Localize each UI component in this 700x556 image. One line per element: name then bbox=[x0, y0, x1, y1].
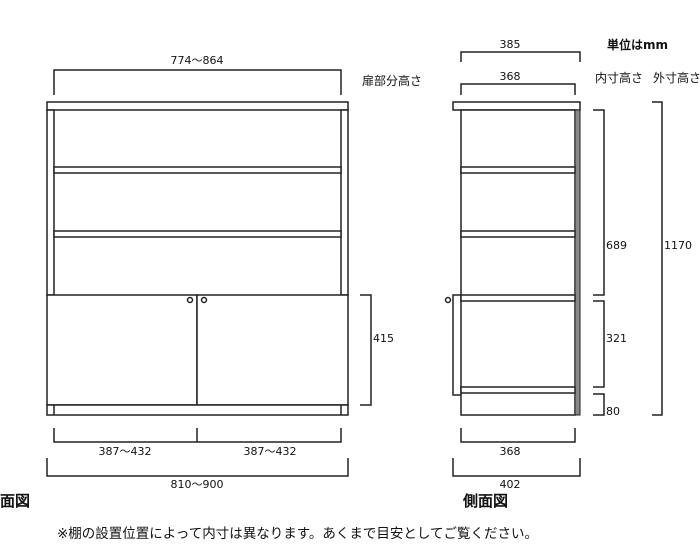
disclaimer-note: ※棚の設置位置によって内寸は異なります。あくまで目安としてご覧ください。 bbox=[57, 525, 538, 542]
outer-depth-dimension bbox=[460, 51, 581, 62]
inner-height-upper-dimension bbox=[593, 109, 605, 296]
door-width-dimension bbox=[53, 428, 342, 443]
inner-height-lower-label: 321 bbox=[606, 332, 627, 345]
side-bottom-shelf bbox=[460, 386, 576, 394]
inner-depth-dimension bbox=[460, 83, 576, 95]
door-height-header: 扉部分高さ bbox=[362, 73, 422, 88]
outer-height-dimension bbox=[652, 101, 663, 416]
inner-depth-bottom-label: 368 bbox=[500, 445, 521, 458]
inner-height-lower-dimension bbox=[593, 300, 605, 388]
door-knob-icon bbox=[200, 296, 208, 304]
side-door bbox=[452, 294, 461, 396]
inner-width-label: 774～864 bbox=[171, 54, 224, 67]
plinth-height-dimension bbox=[593, 393, 605, 416]
front-shelf bbox=[53, 230, 342, 238]
door-width-right-label: 387～432 bbox=[244, 445, 297, 458]
inner-width-dimension bbox=[53, 69, 342, 95]
back-panel bbox=[574, 109, 581, 416]
side-top-board bbox=[452, 101, 581, 111]
side-view: 385 368 単位はmm 内寸高さ 外寸高さ 689 321 80 1170 … bbox=[444, 37, 700, 510]
front-shelf bbox=[53, 166, 342, 174]
units-label: 単位はmm bbox=[607, 37, 668, 52]
inner-depth-bottom-dimension bbox=[460, 428, 576, 443]
outer-depth-bottom-label: 402 bbox=[500, 478, 521, 491]
side-body bbox=[460, 109, 576, 416]
side-shelf bbox=[460, 166, 576, 174]
outer-height-label: 1170 bbox=[664, 239, 692, 252]
door-height-dimension bbox=[360, 294, 372, 406]
front-view-title: 面図 bbox=[0, 492, 30, 510]
plinth-height-label: 80 bbox=[606, 405, 620, 418]
front-top-board bbox=[46, 101, 349, 111]
front-plinth bbox=[46, 404, 349, 416]
front-view: 774～864 扉部分高さ 415 387～432 387～432 810～90… bbox=[0, 54, 422, 510]
side-shelf bbox=[460, 294, 576, 302]
door-knob-icon bbox=[186, 296, 194, 304]
door-height-label: 415 bbox=[373, 332, 394, 345]
side-shelf bbox=[460, 230, 576, 238]
outer-depth-bottom-dimension bbox=[452, 458, 581, 477]
door-width-left-label: 387～432 bbox=[99, 445, 152, 458]
outer-width-label: 810～900 bbox=[171, 478, 224, 491]
door-knob-icon bbox=[444, 296, 452, 304]
inner-height-upper-label: 689 bbox=[606, 239, 627, 252]
side-view-title: 側面図 bbox=[462, 492, 508, 510]
front-left-panel bbox=[46, 109, 55, 296]
right-door bbox=[196, 294, 349, 406]
outer-depth-top-label: 385 bbox=[500, 38, 521, 51]
inner-depth-top-label: 368 bbox=[500, 70, 521, 83]
outer-height-header: 外寸高さ bbox=[653, 70, 700, 85]
left-door bbox=[46, 294, 198, 406]
front-right-panel bbox=[340, 109, 349, 296]
inner-height-header: 内寸高さ bbox=[595, 70, 643, 85]
outer-width-dimension bbox=[46, 458, 349, 477]
